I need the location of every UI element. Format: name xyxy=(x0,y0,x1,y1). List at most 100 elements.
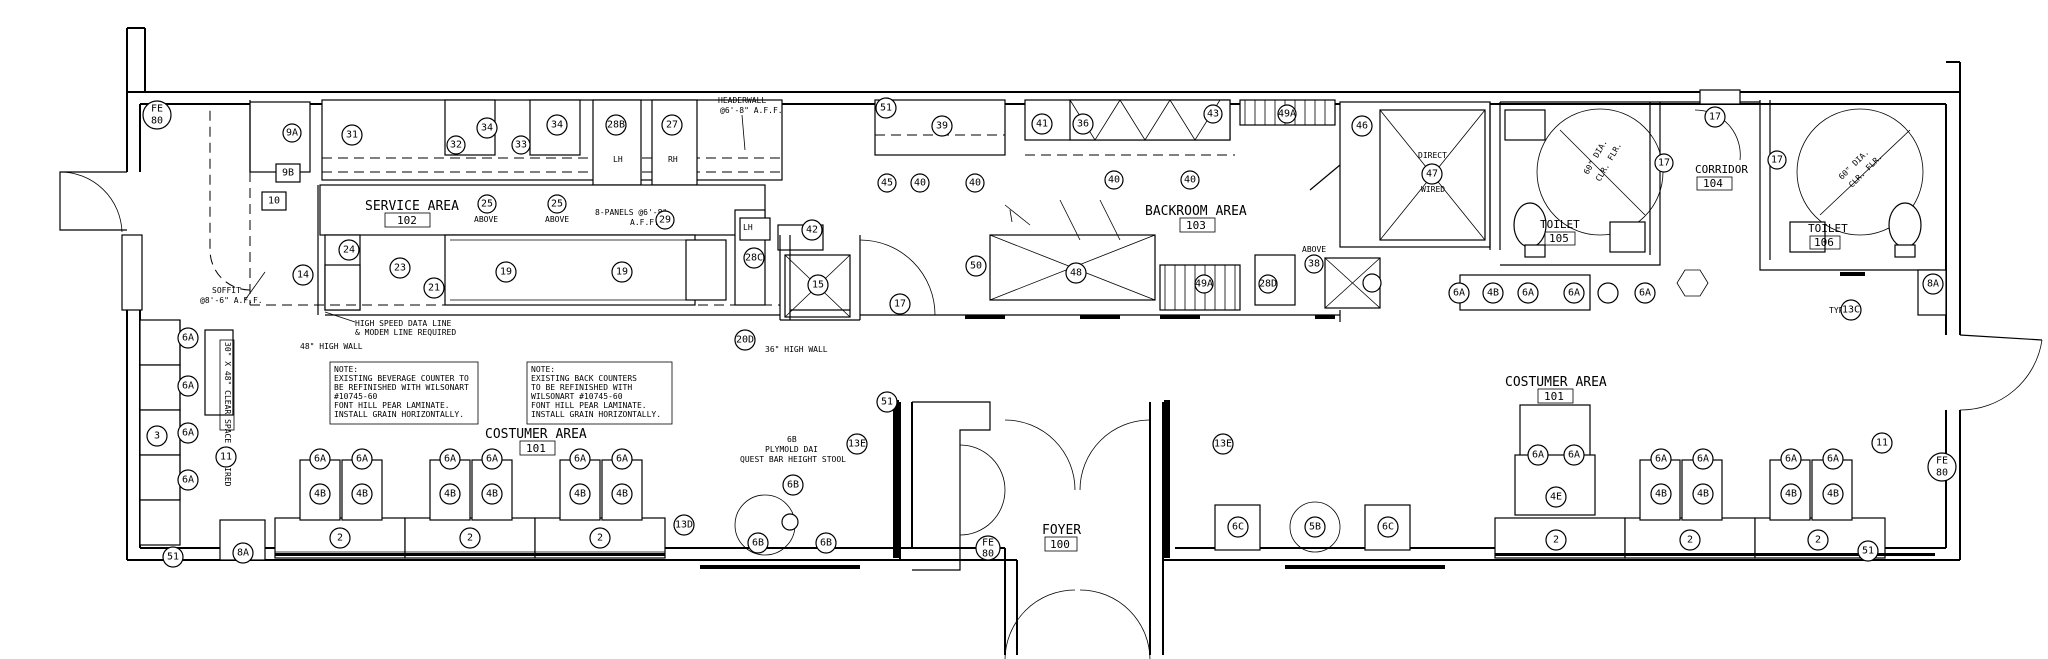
tag-24: 24 xyxy=(343,245,355,256)
stool-label-2: PLYMOLD DAI xyxy=(765,445,818,454)
seating-left xyxy=(139,319,860,569)
note-left-line: FONT HILL PEAR LAMINATE. xyxy=(334,401,450,410)
tag-51: 51 xyxy=(880,103,892,114)
tag-9a: 9A xyxy=(286,128,298,139)
tag-6a: 6A xyxy=(616,454,628,465)
tag-8a: 8A xyxy=(1927,279,1939,290)
typ-label: TYP. xyxy=(1829,306,1848,315)
tag-25: 25 xyxy=(481,199,493,210)
tag-6a: 6A xyxy=(1568,450,1580,461)
tag-17: 17 xyxy=(894,299,906,310)
tag-5b: 5B xyxy=(1309,522,1321,533)
tag-6a: 6A xyxy=(314,454,326,465)
tag-17: 17 xyxy=(1658,158,1670,169)
tag-fe-right: FE xyxy=(1936,456,1948,467)
soffit-height: @8'-6" A.F.F. xyxy=(200,296,263,305)
tag-13d: 13D xyxy=(675,520,693,531)
tag-17: 17 xyxy=(1709,112,1721,123)
toilets xyxy=(1500,89,1940,271)
tag-41: 41 xyxy=(1036,119,1048,130)
tag-51: 51 xyxy=(167,552,179,563)
tag-49a: 49A xyxy=(1278,109,1296,120)
tag-13e: 13E xyxy=(848,439,866,450)
stool-label-3: QUEST BAR HEIGHT STOOL xyxy=(740,455,846,464)
tag-34: 34 xyxy=(551,120,563,131)
tag-28c: 28C xyxy=(745,253,763,264)
tag-47: 47 xyxy=(1426,169,1438,180)
tag-6a: 6A xyxy=(486,454,498,465)
tag-10: 10 xyxy=(268,196,280,207)
tag-31: 31 xyxy=(346,130,358,141)
tag-43: 43 xyxy=(1207,109,1219,120)
clear-space-label: 30" X 48" CLEAR SPACE REQUIRED xyxy=(223,342,232,487)
direct-label: DIRECT xyxy=(1418,151,1447,160)
above-label-3: ABOVE xyxy=(1302,245,1326,254)
tag-27: 27 xyxy=(666,120,678,131)
headerwall-height: @6'-8" A.F.F. xyxy=(720,106,783,115)
tag-6b: 6B xyxy=(752,538,764,549)
tag-46: 46 xyxy=(1356,121,1368,132)
note-right-line: TO BE REFINISHED WITH xyxy=(531,383,632,392)
tag-4b: 4B xyxy=(1697,489,1709,500)
toilet-105-name: TOILET xyxy=(1540,218,1580,231)
tag-fe: FE xyxy=(982,538,994,549)
note-boxes xyxy=(329,361,673,425)
tag-50: 50 xyxy=(970,261,982,272)
tag-8a: 8A xyxy=(237,548,249,559)
backroom-area-number: 103 xyxy=(1186,219,1206,232)
tag-51: 51 xyxy=(1862,546,1874,557)
tag-2: 2 xyxy=(1687,535,1693,546)
tag-32: 32 xyxy=(450,140,462,151)
tag-fe-top-left-80: 80 xyxy=(151,116,163,127)
tag-6c: 6C xyxy=(1232,522,1244,533)
tag-14: 14 xyxy=(297,270,309,281)
tag-6b: 6B xyxy=(820,538,832,549)
tag-45: 45 xyxy=(881,178,893,189)
high-wall-48-label: 48" HIGH WALL xyxy=(300,342,363,351)
tag-fe-top-left: FE xyxy=(151,104,163,115)
tag-6a: 6A xyxy=(1568,288,1580,299)
data-line-label-1: HIGH SPEED DATA LINE xyxy=(355,319,452,328)
costumer-area-right-number: 101 xyxy=(1544,390,1564,403)
tag-36: 36 xyxy=(1077,119,1089,130)
tag-4b: 4B xyxy=(356,489,368,500)
notes-text: NOTE: EXISTING BEVERAGE COUNTER TO BE RE… xyxy=(334,365,661,419)
costumer-area-left-number: 101 xyxy=(526,442,546,455)
service-area-walls xyxy=(249,100,936,321)
equipment-tags: 9A 9B 10 14 31 32 34 33 34 25 25 28B 27 … xyxy=(142,97,1957,568)
tag-6a: 6A xyxy=(1655,454,1667,465)
tag-40: 40 xyxy=(1184,175,1196,186)
service-area-name: SERVICE AREA xyxy=(365,199,459,214)
tag-20d: 20D xyxy=(736,335,754,346)
panels-aff: A.F.F. xyxy=(630,218,659,227)
tag-11: 11 xyxy=(220,452,232,463)
foyer-number: 100 xyxy=(1050,538,1070,551)
note-right-line: EXISTING BACK COUNTERS xyxy=(531,374,637,383)
corridor-number: 104 xyxy=(1703,177,1723,190)
tag-6b: 6B xyxy=(787,480,799,491)
toilet-105-number: 105 xyxy=(1549,232,1569,245)
lh-label-2: LH xyxy=(743,223,753,232)
tag-48: 48 xyxy=(1070,268,1082,279)
room-labels: SERVICE AREA 102 BACKROOM AREA 103 CORRI… xyxy=(365,163,1848,552)
tag-4b: 4B xyxy=(1827,489,1839,500)
foyer-name: FOYER xyxy=(1042,523,1081,538)
stool-label-1: 6B xyxy=(787,435,797,444)
tag-21: 21 xyxy=(428,283,440,294)
tag-49a: 49A xyxy=(1195,279,1213,290)
tag-33: 33 xyxy=(515,140,527,151)
seating-right xyxy=(1214,269,1947,569)
service-area-casework xyxy=(209,99,851,318)
note-left-line: NOTE: xyxy=(334,365,358,374)
toilet-106-name: TOILET xyxy=(1808,222,1848,235)
tag-19: 19 xyxy=(616,267,628,278)
tag-42: 42 xyxy=(806,225,818,236)
corridor-name: CORRIDOR xyxy=(1695,163,1748,176)
tag-6a: 6A xyxy=(1785,454,1797,465)
tag-6a: 6A xyxy=(444,454,456,465)
tag-4b: 4B xyxy=(444,489,456,500)
tag-6a: 6A xyxy=(574,454,586,465)
costumer-area-left-name: COSTUMER AREA xyxy=(485,427,587,442)
tag-34: 34 xyxy=(481,123,493,134)
lh-label: LH xyxy=(613,155,623,164)
